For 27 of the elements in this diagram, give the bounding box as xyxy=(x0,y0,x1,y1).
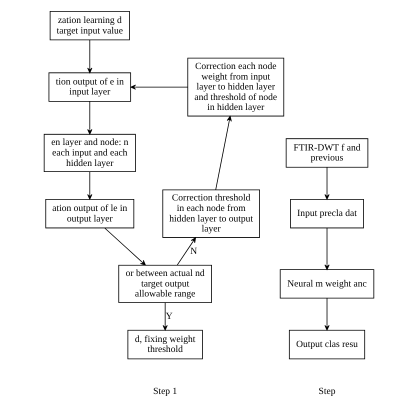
arrow xyxy=(86,171,92,200)
node-box: FTIR-DWT f and previous xyxy=(285,138,368,168)
edge-label: Y xyxy=(165,312,172,322)
arrow xyxy=(214,116,232,190)
arrow xyxy=(86,40,92,74)
arrow xyxy=(86,101,92,135)
node-box: Correction threshold in each node from hidden layer to output layer xyxy=(162,189,260,238)
arrow xyxy=(324,298,330,331)
node-box: or between actual nd target output allowable range xyxy=(118,264,212,303)
label: Step 1 xyxy=(152,386,177,397)
arrow xyxy=(162,302,168,331)
node-box: Correction each node weight from input layer to hidden layer and threshold of node in hidden layer xyxy=(186,58,284,116)
node-box: tion output of e in input layer xyxy=(48,72,131,102)
arrow xyxy=(104,228,146,266)
node-box: Output clas resu xyxy=(288,330,365,360)
node-box: Input precla dat xyxy=(290,198,364,228)
node-box: Neural m weight anc xyxy=(279,269,374,299)
arrow xyxy=(324,167,330,200)
node-box: zation learning d target input value xyxy=(49,10,130,40)
node-box: en layer and node: n each input and each hidden layer xyxy=(43,134,136,172)
node-box: d, fixing weight threshold xyxy=(126,330,202,360)
arrow xyxy=(324,228,330,270)
label: Step xyxy=(318,386,335,397)
node-box: ation output of le in output layer xyxy=(44,198,134,228)
arrow xyxy=(130,84,188,90)
edge-label: N xyxy=(190,246,197,257)
arrow xyxy=(176,237,196,266)
